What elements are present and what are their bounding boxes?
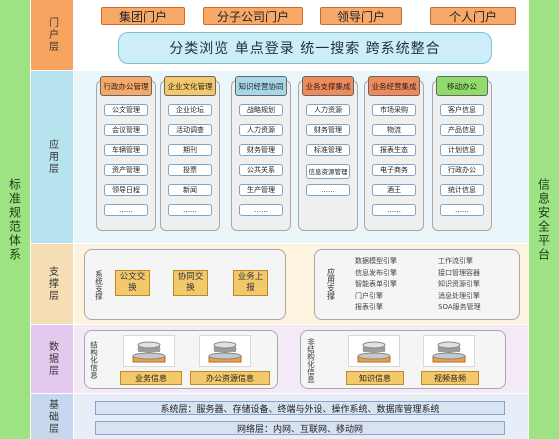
app-module-item[interactable]: 人力资源 [306,104,350,116]
right-security-column: 信息安全平台 [529,0,559,439]
document-exchange-button[interactable]: 公文交换 [115,270,150,296]
app-module-item[interactable]: 公文管理 [104,104,148,116]
support-service-item: 门户引擎 [355,291,383,300]
app-module-item[interactable]: 人力资源 [239,124,283,136]
app-module-item[interactable]: 领导日程 [104,184,148,196]
app-module-item[interactable]: 期刊 [168,144,212,156]
database-icon [123,335,175,367]
services-column-2: 工作流引擎接口管理容器知识资源引擎消息处理引擎 SOA服务管理 [438,256,518,314]
support-service-item: 信息发布引擎 [355,268,397,277]
app-module-item[interactable]: 战略规划 [239,104,283,116]
app-module-item[interactable]: 财务管理 [306,124,350,136]
app-module-item[interactable]: 信息资源管理 [306,164,350,179]
portal-layer-label: 门户层 [31,0,73,70]
app-module-item[interactable]: 客户信息 [440,104,484,116]
app-module-item[interactable]: 资产管理 [104,164,148,176]
app-column-title[interactable]: 移动办公 [436,76,488,96]
network-layer-bar: 网络层：内网、互联网、移动网 [95,421,505,435]
support-service-item: 知识资源引擎 [438,280,480,288]
app-module-item[interactable]: 标准管理 [306,144,350,156]
app-module-item[interactable]: 生产管理 [239,184,283,196]
support-layer-label: 支撑层 [31,244,73,324]
data-layer-label: 数据层 [31,325,73,393]
app-module-item[interactable]: 活动调查 [168,124,212,136]
app-module-item[interactable]: 计划信息 [440,144,484,156]
app-module-item[interactable]: 物流 [372,124,416,136]
app-column-title[interactable]: 业务支撑集成 [302,76,354,96]
app-module-item[interactable]: 电子商务 [372,164,416,176]
app-column-title[interactable]: 知识经营协同 [235,76,287,96]
portal-feature-banner: 分类浏览 单点登录 统一搜索 跨系统整合 [118,32,492,64]
support-service-item: 消息处理引擎 [438,291,480,300]
left-standards-column: 标准规范体系 [0,0,30,439]
knowledge-info-tag: 知识信息 [346,371,404,385]
group-portal-button[interactable]: 集团门户 [101,7,185,25]
app-module-item[interactable]: 产品信息 [440,124,484,136]
unstructured-data-label: 非结构化信息 [306,337,316,383]
app-module-item[interactable]: 酒王 [372,184,416,196]
support-service-item: SOA服务管理 [438,303,481,311]
app-module-item[interactable]: …… [440,204,484,216]
office-resource-info-tag: 办公资源信息 [190,371,270,385]
application-support-panel [314,249,520,320]
app-module-item[interactable]: 市场采购 [372,104,416,116]
app-module-item[interactable]: 车辆管理 [104,144,148,156]
leader-portal-button[interactable]: 领导门户 [320,7,402,25]
document-exchange-label: 公文交换 [119,272,146,293]
database-icon [348,335,400,367]
database-icon [199,335,251,367]
business-info-tag: 业务信息 [120,371,182,385]
app-column-title[interactable]: 行政办公管理 [100,76,152,96]
subsidiary-portal-button[interactable]: 分子公司门户 [203,7,303,25]
app-module-item[interactable]: …… [239,204,283,216]
business-report-label: 业务上报 [237,272,264,293]
app-module-item[interactable]: …… [372,204,416,216]
support-service-item: 报表引擎 [355,303,383,311]
app-module-item[interactable]: 会议管理 [104,124,148,136]
collaboration-exchange-label: 协同交换 [177,272,204,293]
support-service-item: 接口管理容器 [438,268,480,277]
app-module-item[interactable]: 企业论坛 [168,104,212,116]
app-module-item[interactable]: 报表生态 [372,144,416,156]
app-column-title[interactable]: 业务经营集成 [368,76,420,96]
database-icon [423,335,475,367]
app-module-item[interactable]: 行政办公 [440,164,484,176]
support-service-item: 智能表单引擎 [355,280,397,288]
personal-portal-button[interactable]: 个人门户 [430,7,516,25]
collaboration-exchange-button[interactable]: 协同交换 [173,270,208,296]
app-module-item[interactable]: 公共关系 [239,164,283,176]
app-column-title[interactable]: 企业文化管理 [164,76,216,96]
app-module-item[interactable]: 新闻 [168,184,212,196]
system-layer-bar: 系统层：服务器、存储设备、终端与外设、操作系统、数据库管理系统 [95,401,505,415]
app-module-item[interactable]: 投票 [168,164,212,176]
app-module-item[interactable]: 财务管理 [239,144,283,156]
application-layer-label: 应用层 [31,71,73,243]
application-support-label: 应用支撑 [326,268,336,300]
base-layer-label: 基础层 [31,394,73,439]
support-service-item: 工作流引擎 [438,257,473,265]
app-module-item[interactable]: …… [104,204,148,216]
support-service-item: 数据模型引擎 [355,257,397,265]
app-module-item[interactable]: …… [168,204,212,216]
app-module-item[interactable]: …… [306,184,350,196]
video-audio-tag: 视频音频 [421,371,479,385]
business-report-button[interactable]: 业务上报 [233,270,268,296]
system-support-label: 系统支撑 [94,270,104,300]
structured-data-label: 结构化信息 [89,341,99,379]
services-column-1: 数据模型引擎信息发布引擎智能表单引擎门户引擎报表引擎 [355,256,435,314]
app-module-item[interactable]: 统计信息 [440,184,484,196]
